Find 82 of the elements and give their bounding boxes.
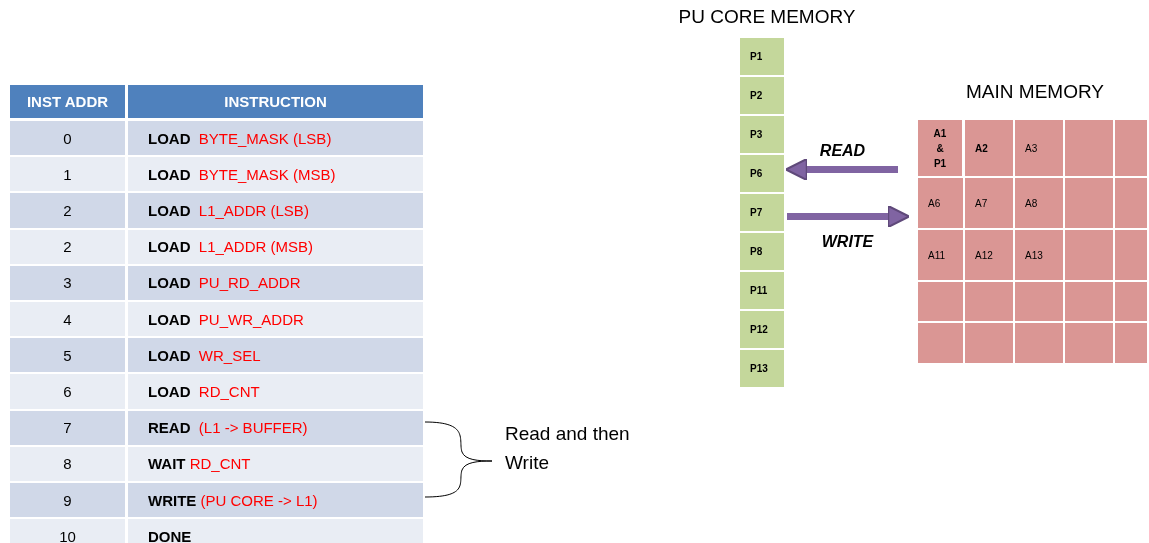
main-memory-grid bbox=[918, 120, 1149, 365]
memory-cell bbox=[918, 230, 963, 280]
cell-label: A13 bbox=[1025, 249, 1043, 261]
memory-cell bbox=[1015, 178, 1063, 228]
cell-label: P8 bbox=[750, 246, 763, 257]
memory-cell bbox=[1115, 120, 1147, 176]
memory-slot bbox=[740, 233, 784, 270]
memory-slot bbox=[740, 38, 784, 75]
address-cell: 3 bbox=[10, 265, 125, 300]
memory-cell bbox=[1015, 230, 1063, 280]
address-cell: 1 bbox=[10, 157, 125, 192]
address-cell: 4 bbox=[10, 302, 125, 337]
cell-label: P7 bbox=[750, 207, 763, 218]
cell-label: A11 bbox=[928, 249, 946, 261]
instruction-cell: LOAD BYTE_MASK (MSB) bbox=[128, 157, 423, 192]
memory-cell bbox=[918, 323, 963, 363]
address-cell: 6 bbox=[10, 374, 125, 409]
memory-cell bbox=[1115, 178, 1147, 228]
column-header: INSTRUCTION bbox=[128, 85, 423, 118]
address-cell: 9 bbox=[10, 483, 125, 518]
cell-label: P1 bbox=[750, 51, 763, 62]
instruction-cell: DONE bbox=[128, 519, 423, 543]
note-text: Read and then Write bbox=[505, 422, 631, 475]
address-cell: 7 bbox=[10, 410, 125, 445]
memory-cell bbox=[965, 323, 1013, 363]
memory-cell bbox=[965, 282, 1013, 321]
memory-slot bbox=[740, 77, 784, 114]
cell-label: A1 & P1 bbox=[932, 126, 948, 171]
memory-cell bbox=[1115, 282, 1147, 321]
memory-cell bbox=[965, 120, 1013, 176]
cell-label: P6 bbox=[750, 168, 763, 179]
instruction-cell: LOAD PU_RD_ADDR bbox=[128, 265, 423, 300]
instruction-cell: LOAD L1_ADDR (MSB) bbox=[128, 229, 423, 264]
memory-cell bbox=[1015, 323, 1063, 363]
memory-cell bbox=[1015, 120, 1063, 176]
cell-label: A12 bbox=[975, 249, 993, 261]
address-cell: 2 bbox=[10, 229, 125, 264]
cell-label: A7 bbox=[975, 197, 988, 209]
memory-cell bbox=[918, 120, 962, 176]
instruction-cell: LOAD BYTE_MASK (LSB) bbox=[128, 121, 423, 156]
instruction-cell: WRITE (PU CORE -> L1) bbox=[128, 483, 423, 518]
cell-label: P12 bbox=[750, 324, 768, 335]
instruction-cell: READ (L1 -> BUFFER) bbox=[128, 410, 423, 445]
instruction-cell: LOAD WR_SEL bbox=[128, 338, 423, 373]
address-cell: 0 bbox=[10, 121, 125, 156]
instruction-cell: LOAD RD_CNT bbox=[128, 374, 423, 409]
cell-label: P11 bbox=[750, 285, 768, 296]
instruction-cell: LOAD L1_ADDR (LSB) bbox=[128, 193, 423, 228]
memory-cell bbox=[1015, 282, 1063, 321]
memory-cell bbox=[1065, 178, 1113, 228]
address-cell: 8 bbox=[10, 446, 125, 481]
memory-slot bbox=[740, 155, 784, 192]
cell-label: A6 bbox=[928, 197, 941, 209]
memory-slot bbox=[740, 350, 784, 387]
memory-cell bbox=[1065, 120, 1113, 176]
cell-label: A2 bbox=[975, 142, 988, 154]
cell-label: A8 bbox=[1025, 197, 1038, 209]
memory-slot bbox=[740, 311, 784, 348]
cell-label: A3 bbox=[1025, 142, 1038, 154]
memory-cell bbox=[965, 230, 1013, 280]
memory-cell bbox=[1065, 230, 1113, 280]
instruction-cell: LOAD PU_WR_ADDR bbox=[128, 302, 423, 337]
instruction-cell: WAIT RD_CNT bbox=[128, 446, 423, 481]
memory-title: MAIN MEMORY bbox=[966, 81, 1104, 103]
memory-cell bbox=[965, 178, 1013, 228]
column-header: INST ADDR bbox=[10, 85, 125, 118]
memory-cell bbox=[1065, 282, 1113, 321]
memory-cell bbox=[1115, 323, 1147, 363]
memory-cell bbox=[918, 178, 963, 228]
memory-cell bbox=[918, 282, 963, 321]
address-cell: 5 bbox=[10, 338, 125, 373]
address-cell: 10 bbox=[10, 519, 125, 543]
memory-title: PU CORE MEMORY bbox=[678, 6, 856, 28]
memory-cell bbox=[1115, 230, 1147, 280]
cell-label: P2 bbox=[750, 90, 763, 101]
address-cell: 2 bbox=[10, 193, 125, 228]
cell-label: P3 bbox=[750, 129, 763, 140]
memory-slot bbox=[740, 194, 784, 231]
memory-slot bbox=[740, 116, 784, 153]
memory-slot bbox=[740, 272, 784, 309]
cell-label: P13 bbox=[750, 363, 768, 374]
memory-cell bbox=[1065, 323, 1113, 363]
